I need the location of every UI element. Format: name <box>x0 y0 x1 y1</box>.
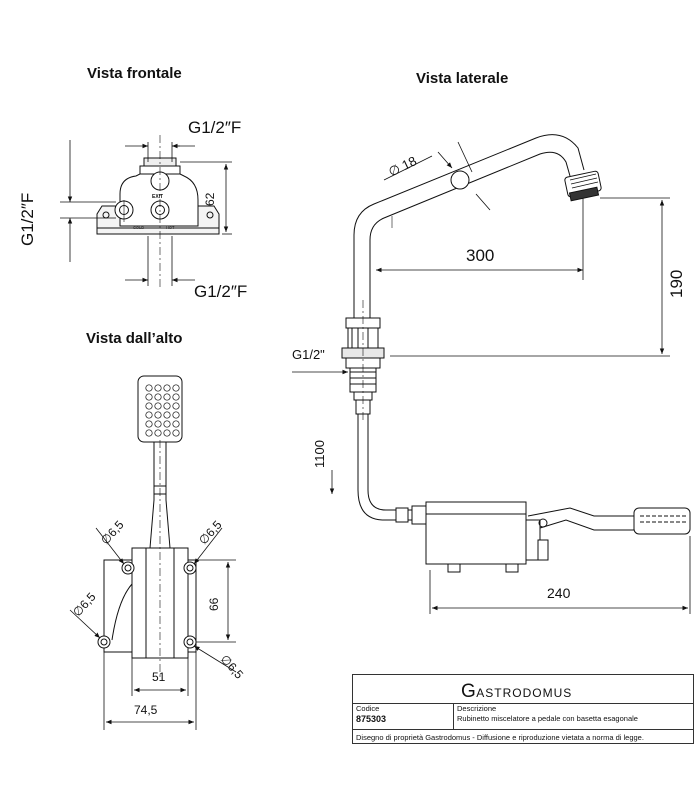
top-view-dimensions <box>69 527 237 730</box>
brand-logo-mark: G <box>461 681 477 702</box>
title-block: Gastrodomus Codice 875303 Descrizione Ru… <box>352 674 694 744</box>
side-view-title: Vista laterale <box>416 70 509 87</box>
front-hot-label: HOT <box>166 225 175 230</box>
top-view-title: Vista dall’alto <box>86 330 183 347</box>
brand-name: astrodomus <box>476 686 573 700</box>
pedal-length-label: 240 <box>547 585 571 601</box>
code-label: Codice <box>356 704 380 713</box>
title-block-column-divider <box>453 703 454 729</box>
front-exit-label: EXIT <box>152 194 164 200</box>
front-view-title: Vista frontale <box>87 65 182 82</box>
side-view-dimensions <box>292 141 691 614</box>
reach-label: 300 <box>466 246 495 265</box>
front-height-label: 62 <box>203 192 217 206</box>
top-view-drawing <box>97 375 197 680</box>
code-value: 875303 <box>356 714 387 724</box>
spout-height-label: 190 <box>667 269 686 298</box>
front-cold-label: COLD <box>133 225 145 230</box>
description-value: Rubinetto miscelatore a pedale con baset… <box>457 714 638 723</box>
front-view-dimensions <box>60 140 232 286</box>
base-depth-label: 66 <box>207 597 221 611</box>
front-inlet-left-label: G1/2″F <box>18 192 37 246</box>
brand-logo: Gastrodomus <box>461 681 572 703</box>
outer-width-label: 74,5 <box>134 703 158 717</box>
ownership-notice: Disegno di proprietà Gastrodomus - Diffu… <box>356 733 644 742</box>
front-view-drawing <box>96 135 220 290</box>
side-view-drawing <box>341 134 691 573</box>
title-block-header: Gastrodomus <box>353 675 693 704</box>
title-block-divider <box>353 729 693 730</box>
description-label: Descrizione <box>457 704 497 713</box>
connection-label: G1/2" <box>292 347 325 362</box>
hose-length-label: 1100 <box>312 440 327 468</box>
inner-width-label: 51 <box>152 670 166 684</box>
front-inlet-top-label: G1/2″F <box>188 118 242 137</box>
front-inlet-bottom-label: G1/2″F <box>194 282 248 301</box>
